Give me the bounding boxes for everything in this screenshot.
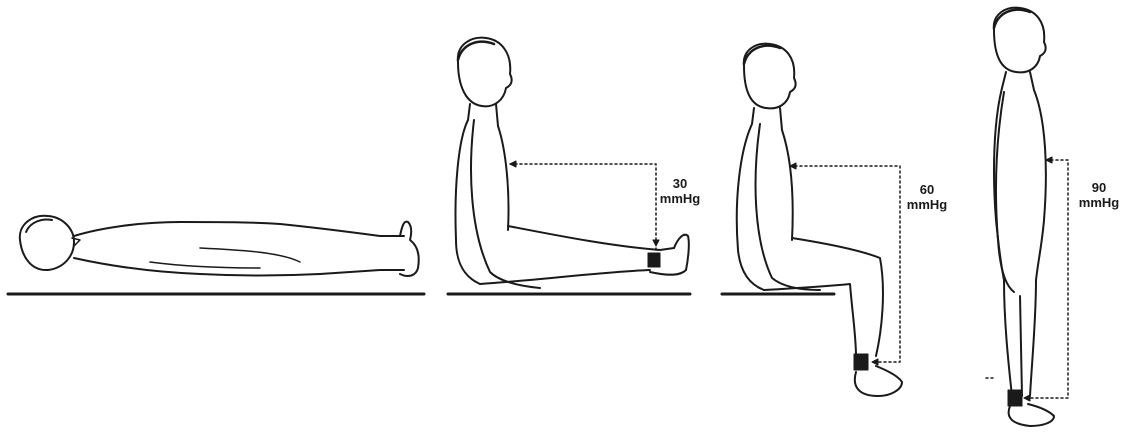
arrow-head: [1046, 157, 1052, 163]
pressure-label-30: 30 mmHg: [658, 176, 702, 206]
pressure-unit: mmHg: [658, 191, 702, 206]
figure-standing: [986, 8, 1068, 426]
head-sitting-dependent: [744, 44, 796, 109]
legs-sitting-extended: [480, 226, 674, 284]
ankle-cuff: [854, 354, 868, 370]
figure-supine: [8, 216, 424, 294]
pressure-guide-line: [790, 166, 900, 362]
arm-supine: [150, 262, 260, 268]
head-standing: [994, 8, 1046, 73]
torso-sitting-dependent: [737, 108, 793, 290]
pressure-value: 60: [902, 182, 952, 197]
legs-standing: [1004, 280, 1036, 396]
arrow-head: [653, 240, 659, 246]
pressure-value: 30: [658, 176, 702, 191]
torso-sitting-extended: [456, 104, 509, 284]
ankle-cuff: [1008, 390, 1022, 406]
ankle-cuff: [648, 253, 660, 267]
pressure-guide-line: [510, 164, 656, 252]
pressure-unit: mmHg: [1074, 195, 1124, 210]
feet-supine: [400, 222, 419, 276]
head-supine: [20, 216, 74, 270]
pressure-label-60: 60 mmHg: [902, 182, 952, 212]
hip-line-supine: [200, 248, 300, 262]
figure-sitting-extended: [448, 38, 690, 294]
arrow-head: [872, 359, 878, 365]
figure-sitting-dependent: [722, 44, 902, 396]
pressure-unit: mmHg: [902, 197, 952, 212]
pressure-label-90: 90 mmHg: [1074, 180, 1124, 210]
legs-sitting-dependent: [764, 238, 883, 356]
arm-standing: [996, 92, 1014, 292]
hair-supine: [26, 220, 52, 233]
arrow-head: [1024, 395, 1030, 401]
pressure-value: 90: [1074, 180, 1124, 195]
feet-standing: [1009, 404, 1054, 426]
arrow-head: [510, 161, 516, 167]
arm-sitting-extended: [471, 120, 540, 288]
